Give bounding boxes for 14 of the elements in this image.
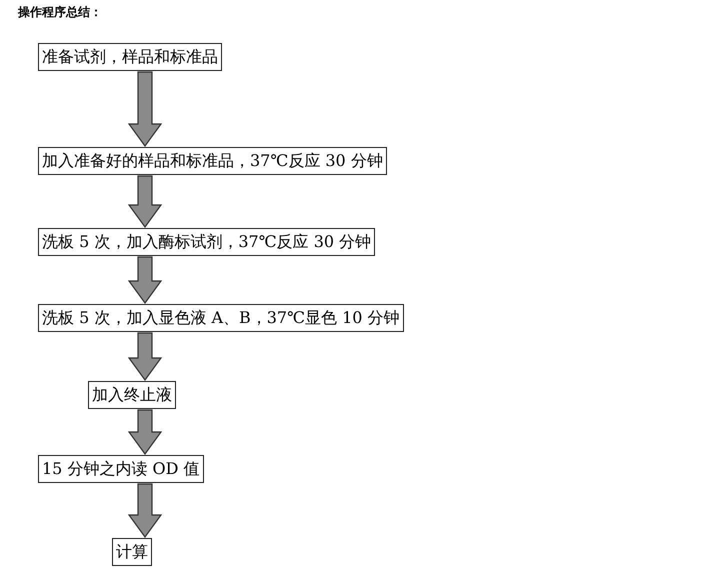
block-arrow bbox=[128, 332, 162, 382]
process-box: 洗板 5 次，加入酶标试剂，37℃反应 30 分钟 bbox=[38, 228, 376, 256]
heading: 操作程序总结： bbox=[18, 4, 102, 21]
process-box: 加入准备好的样品和标准品，37℃反应 30 分钟 bbox=[38, 147, 387, 175]
process-box: 加入终止液 bbox=[88, 381, 176, 409]
block-arrow bbox=[128, 175, 162, 228]
block-arrow bbox=[128, 409, 162, 456]
process-box: 15 分钟之内读 OD 值 bbox=[38, 455, 204, 483]
block-arrow bbox=[128, 71, 162, 148]
process-box: 洗板 5 次，加入显色液 A、B，37℃显色 10 分钟 bbox=[38, 304, 404, 332]
process-box: 准备试剂，样品和标准品 bbox=[38, 43, 222, 71]
block-arrow bbox=[128, 483, 162, 538]
process-box: 计算 bbox=[112, 538, 152, 566]
block-arrow bbox=[128, 256, 162, 304]
